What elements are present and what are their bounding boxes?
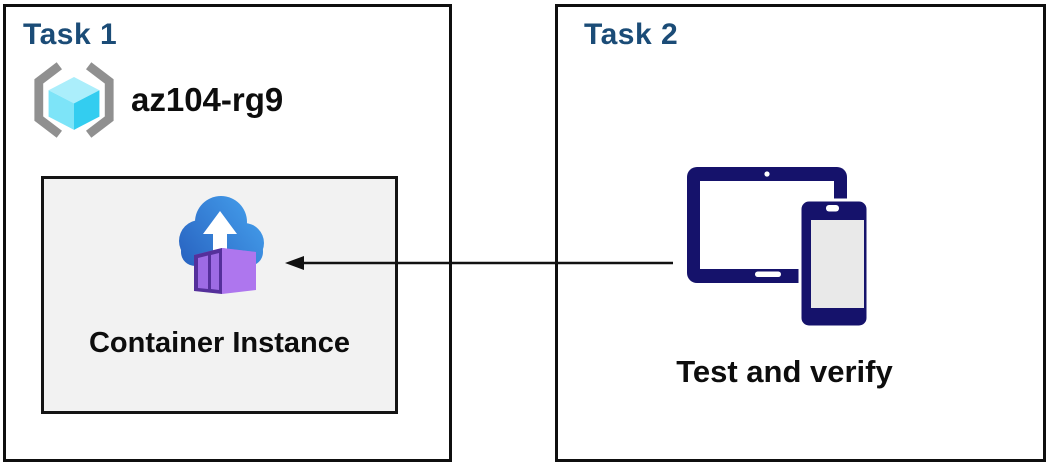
test-and-verify-label: Test and verify bbox=[676, 354, 893, 389]
resource-group-name: az104-rg9 bbox=[131, 81, 284, 118]
container-instance-label: Container Instance bbox=[88, 327, 351, 359]
cube-top-face bbox=[48, 77, 100, 104]
bracket-right bbox=[86, 62, 114, 138]
container-door-panel bbox=[210, 253, 219, 290]
connector-arrow bbox=[285, 256, 673, 270]
resource-group-row: az104-rg9 bbox=[30, 62, 283, 138]
task1-box: Task 1 az104-rg9 bbox=[3, 4, 452, 462]
upload-arrow-icon bbox=[202, 211, 237, 254]
phone-screen bbox=[811, 220, 864, 308]
task1-title: Task 1 bbox=[23, 18, 118, 51]
phone-speaker-slit bbox=[826, 205, 839, 212]
task2-title: Task 2 bbox=[584, 18, 679, 51]
tablet-camera-dot bbox=[764, 171, 770, 177]
container-door-panel bbox=[197, 255, 208, 289]
container-cube-icon bbox=[193, 248, 256, 294]
container-instance-box: Container Instance bbox=[41, 176, 398, 414]
arrowhead-left bbox=[285, 256, 304, 270]
container-side-face bbox=[221, 248, 256, 294]
container-instance-icon bbox=[178, 196, 264, 294]
phone-icon bbox=[798, 198, 870, 329]
bracket-left bbox=[34, 62, 62, 138]
task2-box: Task 2 Test and verify bbox=[555, 4, 1046, 462]
tablet-home-button bbox=[755, 271, 781, 277]
resource-group-icon bbox=[34, 62, 114, 138]
devices-icon bbox=[687, 167, 870, 329]
cube-right-face bbox=[74, 90, 100, 130]
